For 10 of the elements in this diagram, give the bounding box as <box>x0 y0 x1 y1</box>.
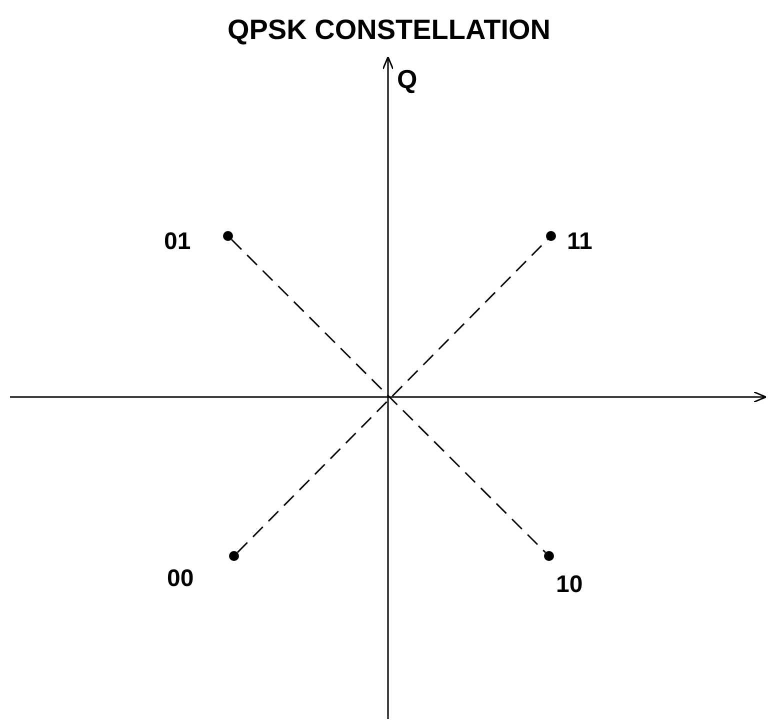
point-label: 01 <box>164 230 191 254</box>
point-label: 10 <box>556 573 583 597</box>
point-label: 00 <box>167 567 194 591</box>
constellation-point <box>544 551 554 561</box>
constellation-point <box>546 231 556 241</box>
axis-label: Q <box>397 66 418 92</box>
point-label: 11 <box>567 230 592 254</box>
diagram-title: QPSK CONSTELLATION <box>226 16 552 44</box>
constellation-point <box>223 231 233 241</box>
constellation-point <box>229 551 239 561</box>
